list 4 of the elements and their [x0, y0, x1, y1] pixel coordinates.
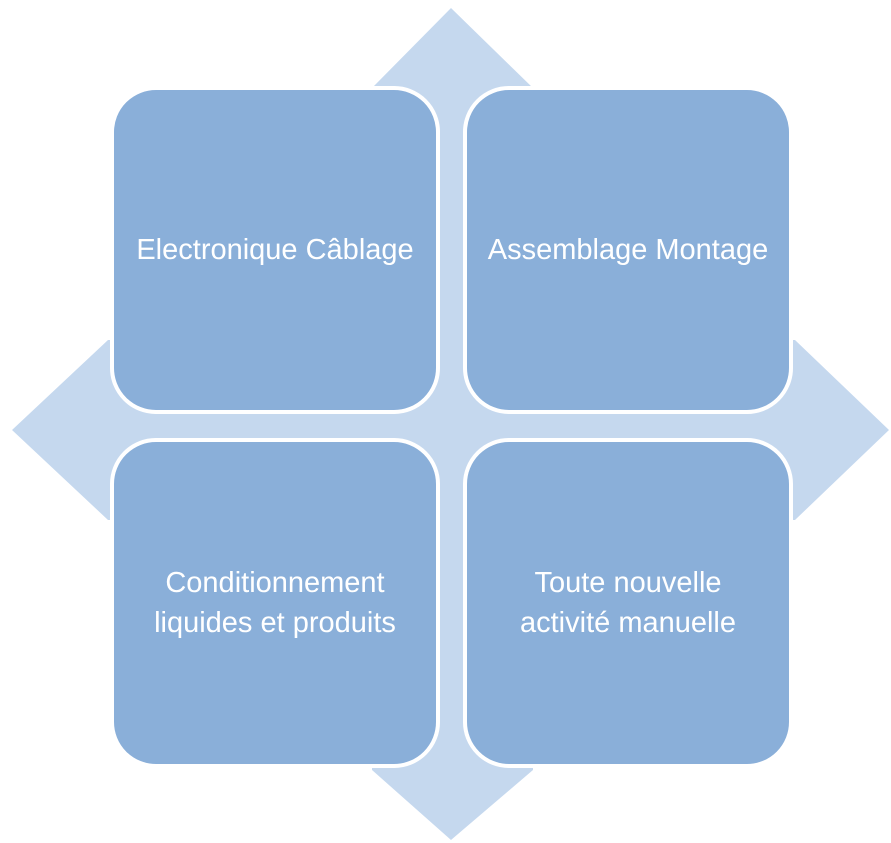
box-label: Assemblage Montage: [488, 233, 768, 268]
box-label: Toute nouvelle activité manuelle: [519, 566, 737, 641]
box-label: Conditionnement liquides et produits: [153, 566, 397, 641]
box-label: Electronique Câblage: [136, 233, 414, 268]
